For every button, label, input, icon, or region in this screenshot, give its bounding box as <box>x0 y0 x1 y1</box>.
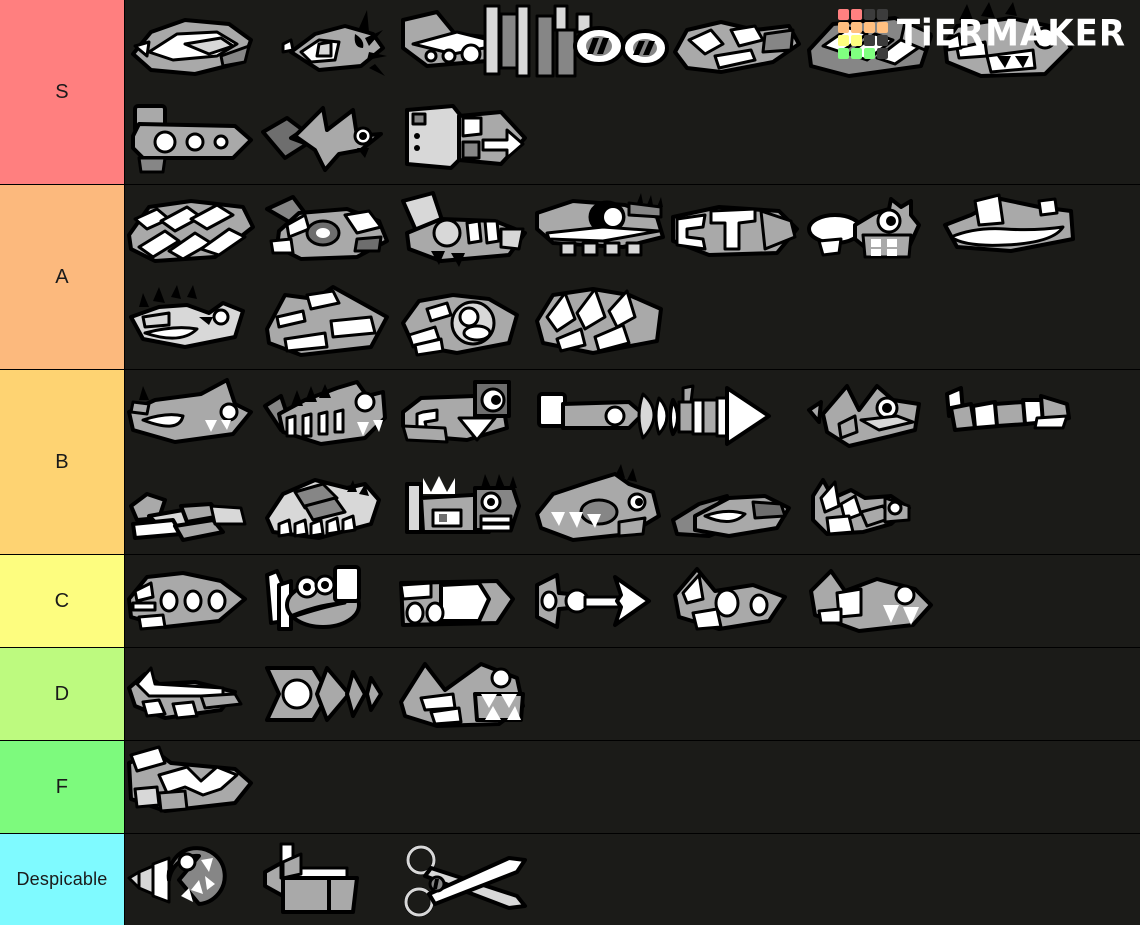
dart-eye-ship[interactable] <box>805 370 941 462</box>
rocket-capsule-ship[interactable] <box>397 92 533 184</box>
armored-plated-ship[interactable] <box>125 0 261 92</box>
zigzag-plate-ship[interactable] <box>125 741 261 833</box>
furry-hound-ship[interactable] <box>533 462 669 554</box>
skeleton-fish-ship[interactable] <box>261 370 397 462</box>
grin-shark-ship[interactable] <box>397 648 533 740</box>
buck-tooth-critter[interactable] <box>805 185 941 277</box>
horned-shark-ship[interactable] <box>125 370 261 462</box>
wispy-tail-ship[interactable] <box>669 462 805 554</box>
tier-label-f[interactable]: F <box>0 741 125 833</box>
mech-claw-ship[interactable] <box>261 185 397 277</box>
tier-row-b: B <box>0 370 1140 555</box>
tier-label-c[interactable]: C <box>0 555 125 647</box>
tier-label-s[interactable]: S <box>0 0 125 184</box>
tier-items-a <box>125 185 1140 369</box>
finned-serpent-ship[interactable] <box>261 462 397 554</box>
blocky-cargo-ship[interactable] <box>397 555 533 647</box>
tier-items-c <box>125 555 1140 647</box>
triple-porthole-ship[interactable] <box>125 555 261 647</box>
tier-row-f: F <box>0 741 1140 834</box>
crystal-spike-ship[interactable] <box>261 0 397 92</box>
piston-rod-ship[interactable] <box>533 370 669 462</box>
feathered-arrow-ship[interactable] <box>125 185 261 277</box>
tier-label-despicable[interactable]: Despicable <box>0 834 125 925</box>
porthole-sub-ship[interactable] <box>125 92 261 184</box>
crystal-shard-ship[interactable] <box>125 462 261 554</box>
spiny-blade-ship[interactable] <box>125 277 261 369</box>
tier-items-f <box>125 741 1140 833</box>
boxy-robot-ship[interactable] <box>397 462 533 554</box>
hammer-bar-ship[interactable] <box>261 834 397 925</box>
torn-wing-ship[interactable] <box>941 185 1077 277</box>
swept-fin-ship[interactable] <box>669 555 805 647</box>
tier-items-s <box>125 0 1140 184</box>
pacman-chomp-ship[interactable] <box>125 834 261 925</box>
eye-fin-ship[interactable] <box>397 185 533 277</box>
banded-blade-ship[interactable] <box>397 0 533 92</box>
tier-row-a: A <box>0 185 1140 370</box>
cone-funnel-ship[interactable] <box>669 370 805 462</box>
bolt-wing-ship[interactable] <box>669 0 805 92</box>
goofy-eyes-ship[interactable] <box>261 555 397 647</box>
gear-eye-ship[interactable] <box>397 277 533 369</box>
fanged-beast-ship[interactable] <box>941 0 1077 92</box>
tier-row-s: S <box>0 0 1140 185</box>
tier-row-despicable: Despicable <box>0 834 1140 925</box>
tier-label-b[interactable]: B <box>0 370 125 554</box>
ring-wedge-ship[interactable] <box>261 648 397 740</box>
angular-dart-ship[interactable] <box>261 277 397 369</box>
long-jaw-ship[interactable] <box>533 185 669 277</box>
dna-helix-ship[interactable] <box>533 0 669 92</box>
comet-spike-ship[interactable] <box>261 92 397 184</box>
tier-row-d: D <box>0 648 1140 741</box>
tier-items-b <box>125 370 1140 554</box>
chunk-fish-ship[interactable] <box>805 462 941 554</box>
cyclops-block-ship[interactable] <box>397 370 533 462</box>
chevron-stack-ship[interactable] <box>805 0 941 92</box>
arrow-dart-ship[interactable] <box>125 648 261 740</box>
toothy-shark-ship[interactable] <box>805 555 941 647</box>
segmented-bolt-ship[interactable] <box>941 370 1077 462</box>
tier-items-despicable <box>125 834 1140 925</box>
tier-label-d[interactable]: D <box>0 648 125 740</box>
jagged-fang-ship[interactable] <box>533 277 669 369</box>
bracket-wing-ship[interactable] <box>669 185 805 277</box>
scissors-ship[interactable] <box>397 834 533 925</box>
dumbbell-arrow-ship[interactable] <box>533 555 669 647</box>
tier-items-d <box>125 648 1140 740</box>
tier-label-a[interactable]: A <box>0 185 125 369</box>
tier-row-c: C <box>0 555 1140 648</box>
